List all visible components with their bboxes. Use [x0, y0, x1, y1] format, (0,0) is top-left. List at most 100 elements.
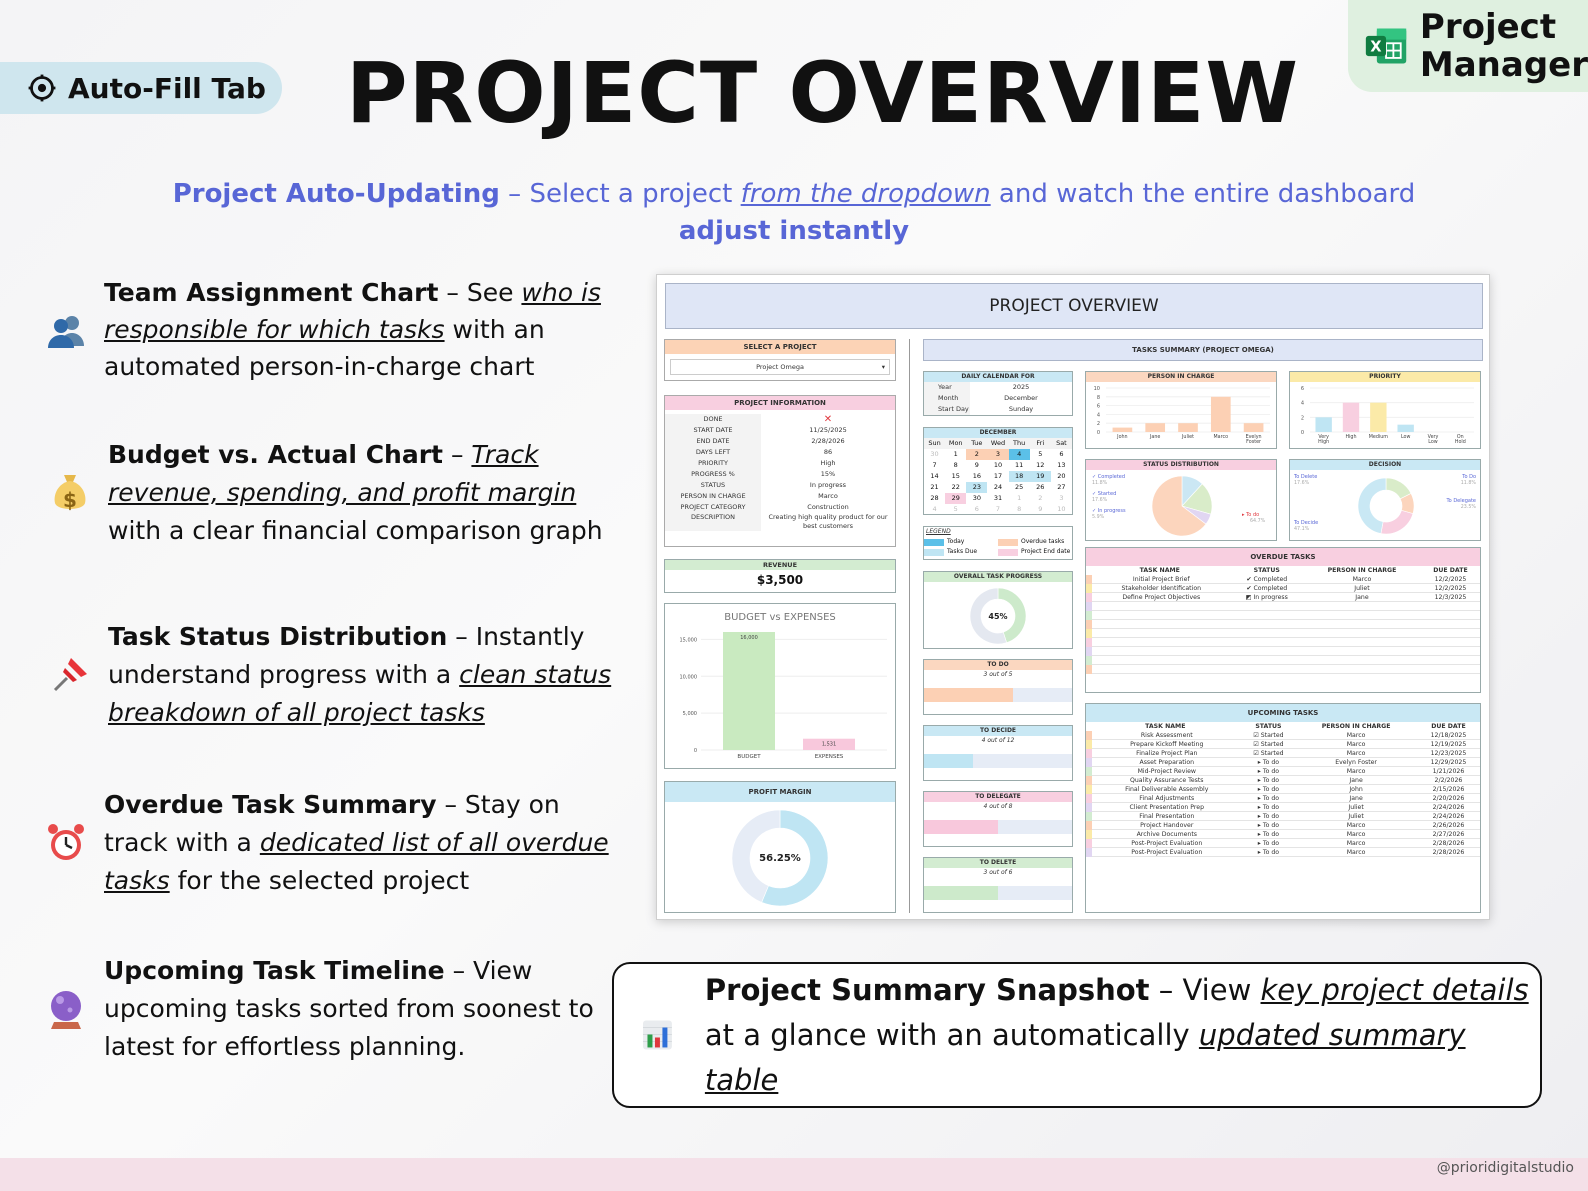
calendar-day: 28	[930, 494, 939, 502]
info-key: DONE	[665, 414, 761, 425]
calendar-day: 10	[993, 461, 1003, 469]
person-bar	[1112, 427, 1133, 432]
people-icon	[48, 315, 84, 348]
calendar-day: 29	[945, 493, 967, 504]
priority-bar	[1315, 417, 1332, 432]
person-cell	[1302, 628, 1421, 638]
person-cell: Juliet	[1295, 802, 1417, 812]
priority-x-label: Hold	[1455, 439, 1466, 445]
person-cell: Marco	[1295, 820, 1417, 830]
calendar-day: 5	[953, 505, 958, 513]
status-legend-pct: 17.6%	[1092, 497, 1108, 503]
calendar-day: 20	[1057, 472, 1066, 480]
calendar-day: 24	[993, 483, 1003, 491]
due-date-cell: 12/2/2025	[1420, 575, 1480, 584]
revenue-value: $3,500	[756, 573, 804, 587]
person-cell	[1302, 601, 1421, 611]
task-name-cell	[1086, 637, 1231, 647]
table-header-cell: STATUS	[1253, 567, 1280, 574]
person-cell: Juliet	[1302, 583, 1421, 593]
calendar-day: 21	[930, 483, 939, 491]
due-date-cell: 2/26/2026	[1416, 820, 1480, 830]
task-name-cell: Stakeholder Identification	[1086, 583, 1231, 593]
due-date-cell	[1420, 601, 1480, 611]
weekday-label: Sat	[1050, 438, 1072, 449]
progress-count: 4 out of 8	[983, 803, 1013, 810]
decision-slice	[1357, 477, 1387, 534]
due-date-cell: 12/3/2025	[1420, 592, 1480, 602]
calendar-day: 18	[1008, 471, 1030, 482]
table-row	[1086, 655, 1480, 665]
info-key: END DATE	[665, 436, 761, 447]
decision-legend-name: To Do	[1461, 474, 1476, 480]
person-cell: John	[1295, 784, 1417, 794]
task-name-cell	[1086, 664, 1231, 674]
due-date-cell	[1420, 610, 1480, 620]
project-dropdown[interactable]: Project Omega ▾	[670, 359, 890, 375]
profit-margin-slice	[761, 809, 829, 907]
person-cell	[1302, 637, 1421, 647]
status-cell: ▸ To do	[1241, 775, 1296, 785]
person-cell: Marco	[1295, 748, 1417, 758]
y-tick-label: 0	[1301, 430, 1304, 436]
due-date-cell	[1420, 628, 1480, 638]
task-name-cell: Client Presentation Prep	[1086, 802, 1242, 812]
table-row	[1086, 628, 1480, 638]
task-name-cell: Post-Project Evaluation	[1086, 838, 1242, 848]
weekday-label: Mon	[945, 438, 967, 449]
calendar-field-key: Month	[924, 393, 970, 404]
status-cell: ✔ Completed	[1230, 583, 1303, 593]
progress-count: 3 out of 6	[983, 869, 1013, 876]
due-date-cell: 12/19/2025	[1416, 739, 1480, 749]
y-tick-label: 6	[1301, 386, 1304, 392]
bar-chart-icon	[642, 1020, 672, 1050]
calendar-day: 13	[1057, 461, 1066, 469]
auto-fill-tab[interactable]: Auto-Fill Tab	[0, 62, 282, 114]
calendar-day: 27	[1057, 483, 1066, 491]
task-name-cell	[1086, 628, 1231, 638]
due-date-cell: 2/27/2026	[1416, 829, 1480, 839]
person-cell: Marco	[1302, 575, 1421, 584]
task-name-cell: Post-Project Evaluation	[1086, 847, 1242, 857]
status-slice	[1151, 475, 1207, 537]
progress-track	[924, 688, 1072, 702]
calendar-day: 10	[1057, 505, 1066, 513]
status-cell	[1230, 619, 1303, 629]
calendar-day: 25	[1014, 483, 1024, 491]
brand-badge: X Project Manager	[1348, 0, 1588, 92]
info-value: 2/28/2026	[811, 437, 845, 445]
priority-bar	[1370, 402, 1387, 432]
y-tick-label: 10,000	[680, 674, 698, 680]
task-name-cell	[1086, 655, 1231, 665]
snapshot-text: Project Summary Snapshot – View key proj…	[704, 972, 1529, 1097]
task-name-cell	[1086, 601, 1231, 611]
chevron-down-icon: ▾	[881, 363, 885, 371]
decision-legend-pct: 47.1%	[1294, 526, 1310, 532]
info-key: PROGRESS %	[665, 469, 761, 480]
feature-task-status-distribution: Task Status Distribution – Instantly und…	[48, 618, 628, 732]
info-key: PROJECT CATEGORY	[665, 502, 761, 513]
progress-track	[924, 820, 1072, 834]
person-x-label: Evelyn	[1246, 434, 1262, 440]
person-cell: Jane	[1295, 775, 1417, 785]
profit-margin-slice	[731, 809, 781, 903]
calendar-day: 26	[1036, 483, 1045, 491]
calendar-day: 17	[993, 472, 1003, 480]
feature-budget-vs-actual: $ Budget vs. Actual Chart – Track revenu…	[48, 436, 628, 550]
status-legend-pct: 5.9%	[1092, 514, 1105, 520]
person-bar	[1145, 423, 1166, 432]
progress-label: TO DECIDE	[924, 726, 1072, 736]
priority-x-label: Very	[1318, 434, 1329, 440]
page-title: PROJECT OVERVIEW	[346, 44, 1300, 142]
table-row	[1086, 610, 1480, 620]
